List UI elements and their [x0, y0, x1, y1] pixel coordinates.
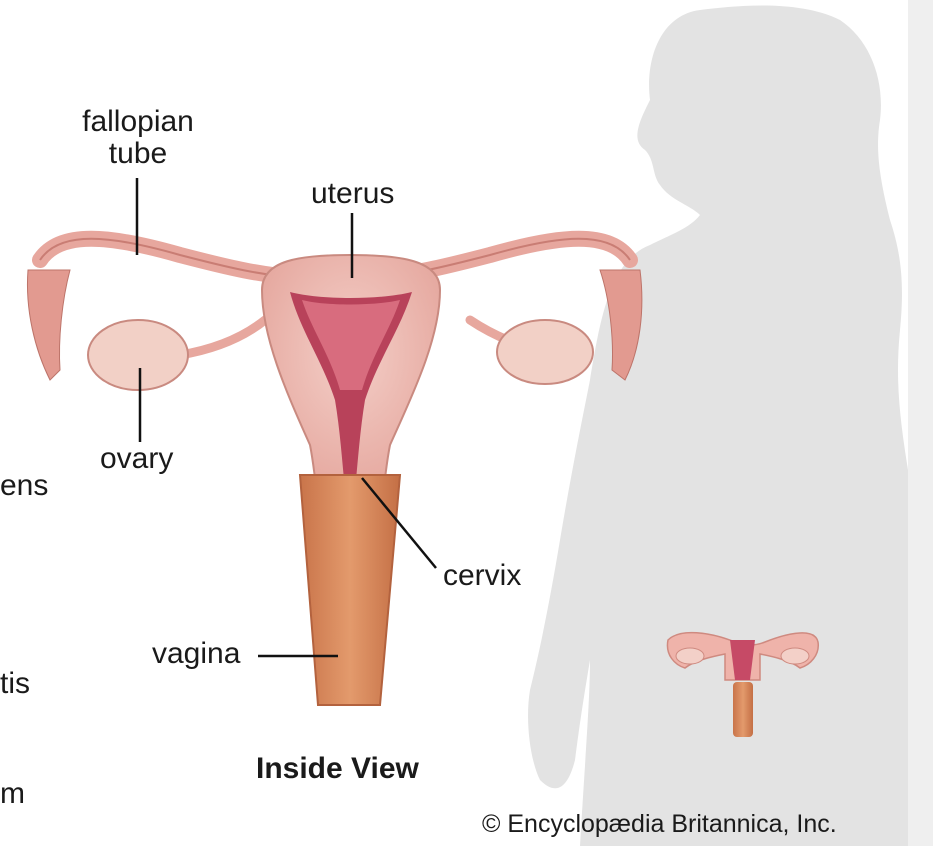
ovary-label: ovary — [100, 443, 173, 475]
vagina-body — [300, 475, 400, 705]
fallopian-tube-label: fallopian tube — [68, 106, 208, 170]
right-ovary — [497, 320, 593, 384]
vagina-label: vagina — [152, 638, 240, 670]
left-ovary — [88, 320, 188, 390]
uterus-label: uterus — [311, 178, 394, 210]
partial-label-1: ens — [0, 470, 48, 502]
scrollbar-track[interactable] — [908, 0, 933, 846]
cervix-label: cervix — [443, 560, 521, 592]
copyright-credit: © Encyclopædia Britannica, Inc. — [482, 810, 837, 839]
figure-caption: Inside View — [256, 752, 419, 786]
partial-label-3: m — [0, 778, 25, 810]
partial-label-2: tis — [0, 668, 30, 700]
human-silhouette — [528, 6, 908, 846]
